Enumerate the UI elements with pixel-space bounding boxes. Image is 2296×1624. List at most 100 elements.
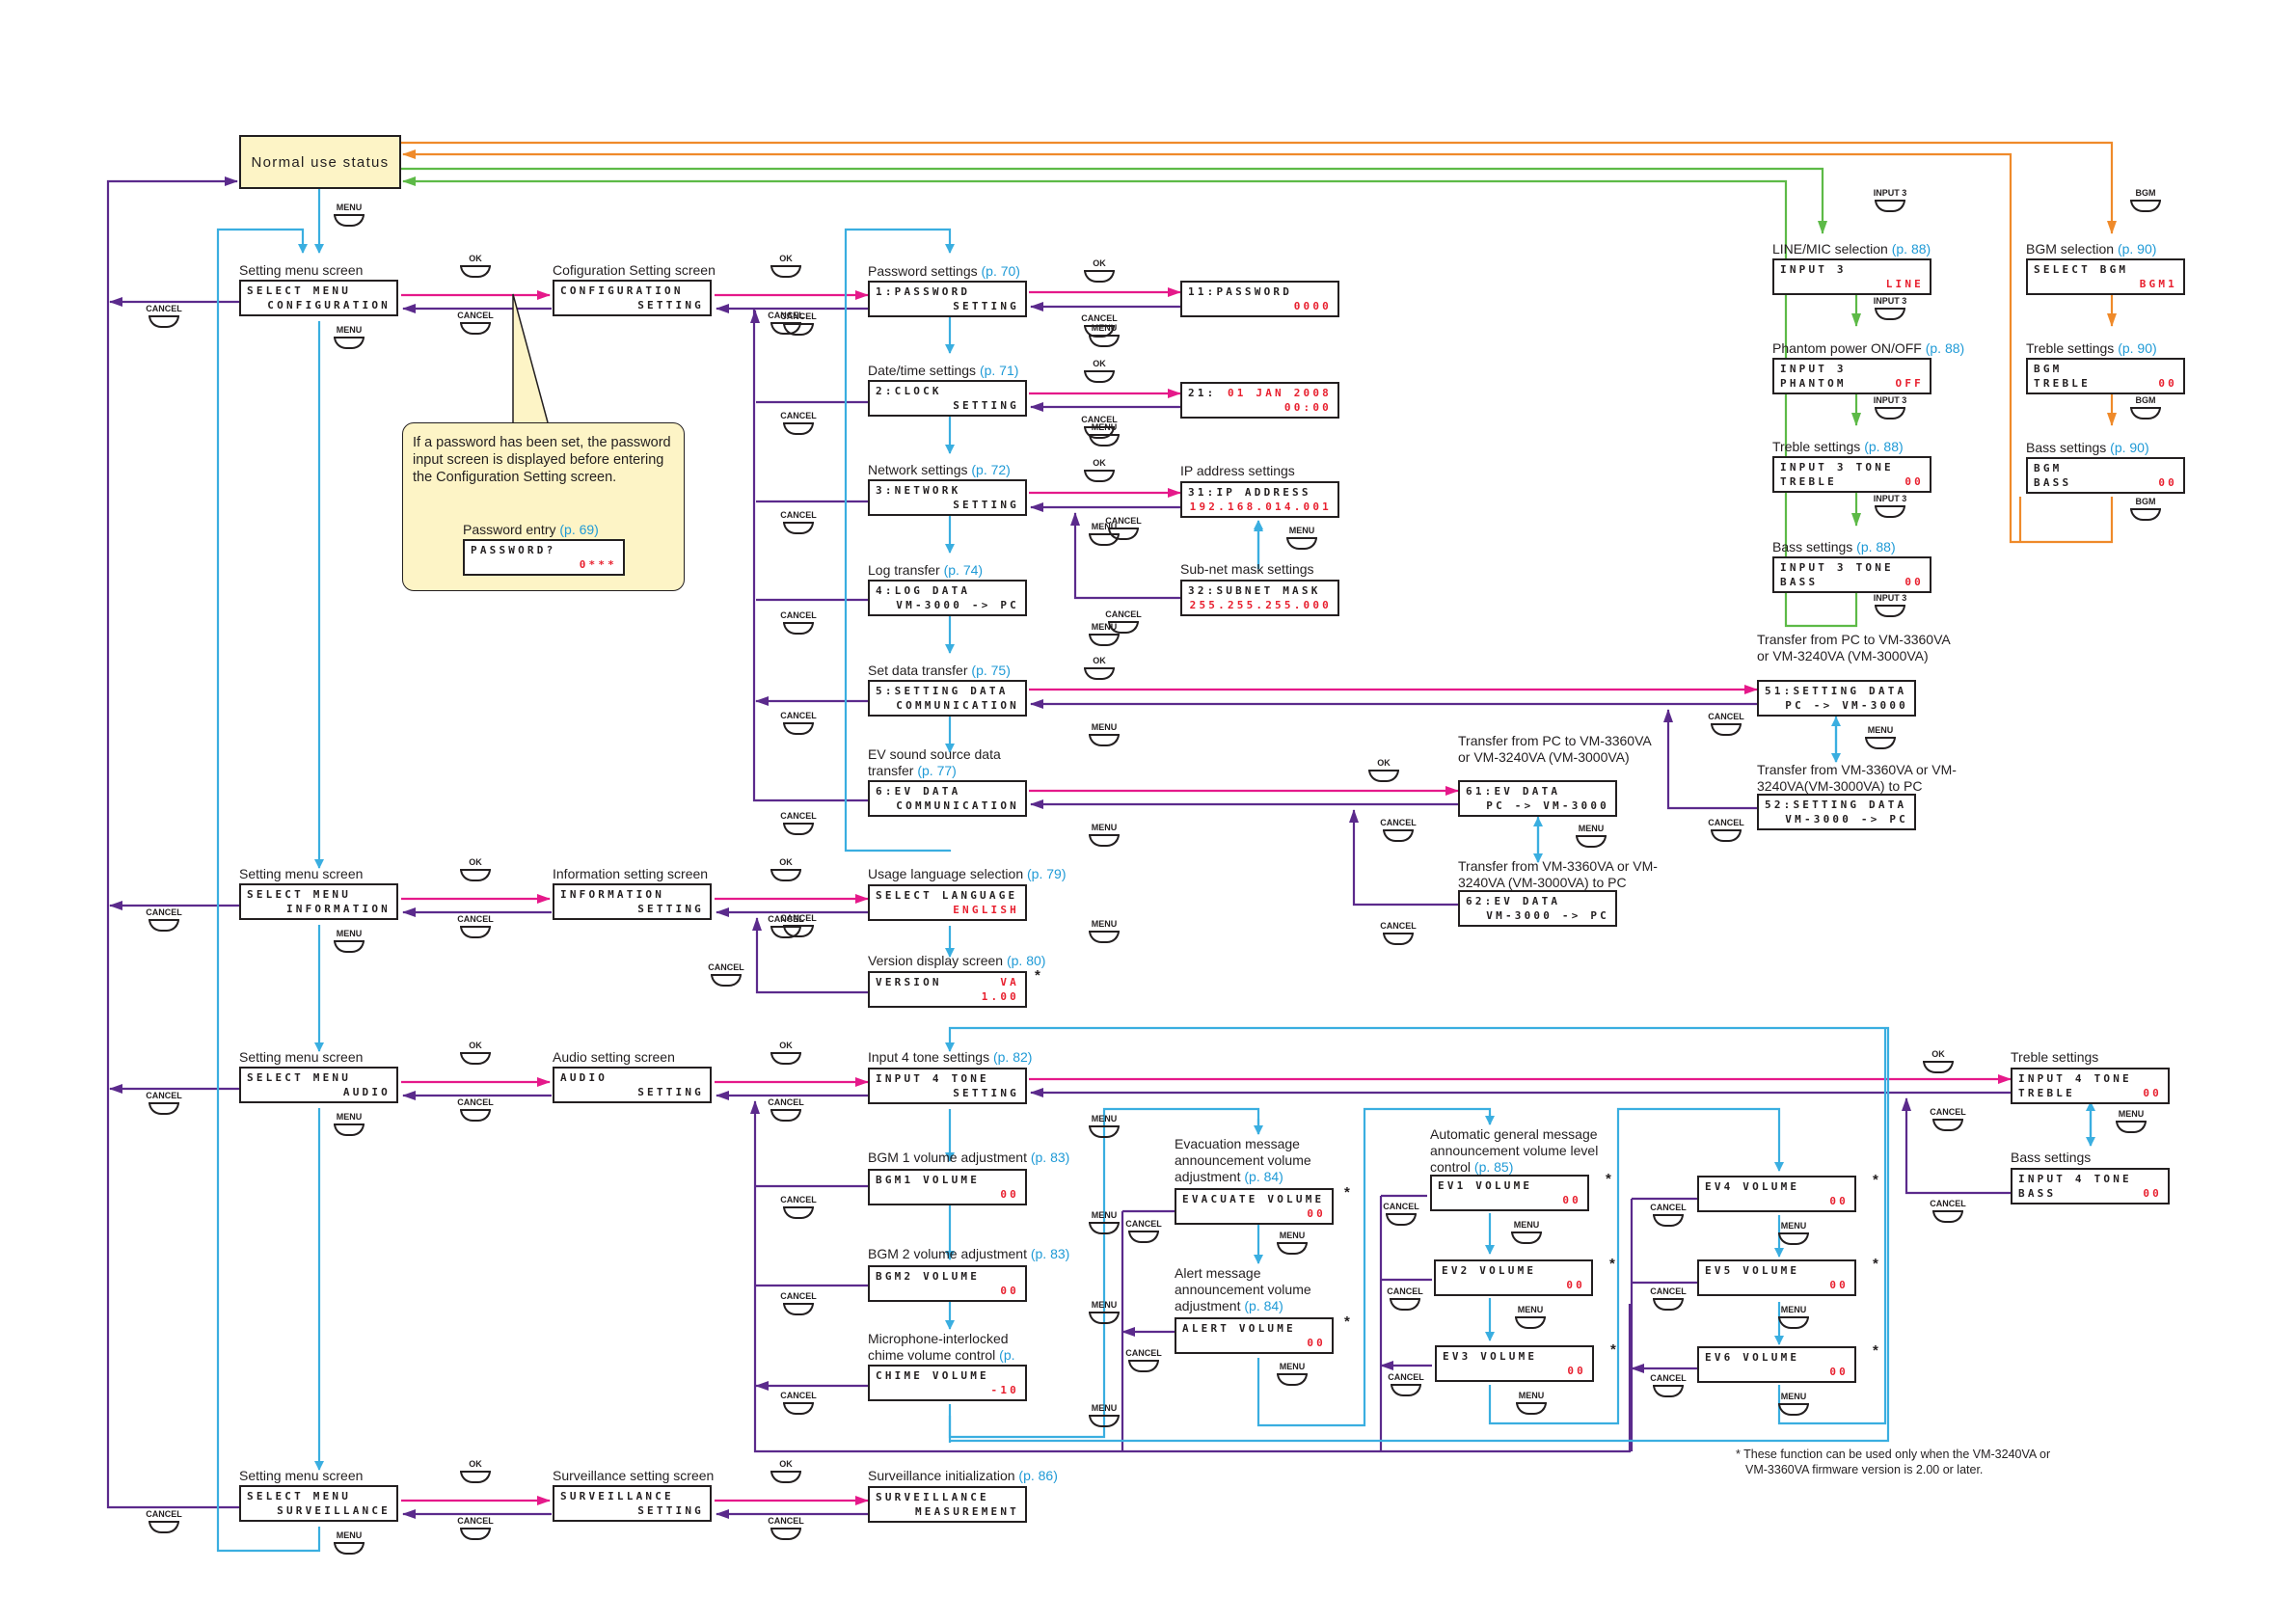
cancel-key[interactable]: CANCEL bbox=[1080, 313, 1119, 338]
cancel-key[interactable]: CANCEL bbox=[779, 811, 818, 835]
cancel-key[interactable]: CANCEL bbox=[1649, 1373, 1688, 1397]
key-label: CANCEL bbox=[1105, 516, 1142, 526]
cancel-key[interactable]: CANCEL bbox=[767, 1097, 805, 1122]
menu-key[interactable]: MENU bbox=[1085, 1403, 1123, 1427]
cancel-key[interactable]: CANCEL bbox=[456, 1097, 495, 1122]
lcd-line-2: PHANTOM bbox=[1780, 377, 1847, 390]
cancel-key[interactable]: CANCEL bbox=[1707, 712, 1745, 736]
cancel-key[interactable]: CANCEL bbox=[1929, 1107, 1967, 1131]
cancel-key[interactable]: CANCEL bbox=[1707, 818, 1745, 842]
menu-key[interactable]: MENU bbox=[1085, 919, 1123, 943]
key-label: MENU bbox=[1091, 1300, 1118, 1310]
cancel-key[interactable]: CANCEL bbox=[1104, 516, 1143, 540]
ok-key[interactable]: OK bbox=[456, 1041, 495, 1065]
input3-key[interactable]: INPUT 3 bbox=[1871, 296, 1909, 320]
menu-key[interactable]: MENU bbox=[1085, 1114, 1123, 1138]
key-label: OK bbox=[779, 1041, 793, 1050]
menu-key[interactable]: MENU bbox=[330, 203, 368, 227]
menu-key[interactable]: MENU bbox=[1511, 1305, 1550, 1329]
ok-key[interactable]: OK bbox=[456, 1459, 495, 1483]
cancel-key[interactable]: CANCEL bbox=[779, 610, 818, 635]
cancel-key[interactable]: CANCEL bbox=[456, 311, 495, 335]
menu-key[interactable]: MENU bbox=[330, 929, 368, 953]
cancel-key[interactable]: CANCEL bbox=[707, 962, 745, 987]
menu-key[interactable]: MENU bbox=[330, 1112, 368, 1136]
menu-key[interactable]: MENU bbox=[1774, 1305, 1813, 1329]
bgm-key[interactable]: BGM bbox=[2126, 395, 2165, 420]
cancel-key[interactable]: CANCEL bbox=[145, 1091, 183, 1115]
cancel-key[interactable]: CANCEL bbox=[1104, 609, 1143, 634]
cancel-key[interactable]: CANCEL bbox=[1124, 1348, 1163, 1372]
key-label: CANCEL bbox=[457, 914, 494, 924]
cancel-key[interactable]: CANCEL bbox=[145, 304, 183, 328]
bgm-key[interactable]: BGM bbox=[2126, 497, 2165, 521]
cancel-key[interactable]: CANCEL bbox=[779, 1391, 818, 1415]
cancel-key[interactable]: CANCEL bbox=[1382, 1202, 1420, 1226]
ok-key[interactable]: OK bbox=[1080, 258, 1119, 283]
menu-key[interactable]: MENU bbox=[1085, 1300, 1123, 1324]
input3-key[interactable]: INPUT 3 bbox=[1871, 395, 1909, 420]
menu-key[interactable]: MENU bbox=[1273, 1362, 1311, 1386]
cancel-key[interactable]: CANCEL bbox=[1929, 1199, 1967, 1223]
bgm-key[interactable]: BGM bbox=[2126, 188, 2165, 212]
key-label: CANCEL bbox=[1388, 1372, 1424, 1382]
menu-key[interactable]: MENU bbox=[1283, 526, 1321, 550]
ok-key[interactable]: OK bbox=[1919, 1049, 1958, 1073]
lcd-line-1: INPUT 4 TONE bbox=[2018, 1173, 2132, 1185]
cancel-key[interactable]: CANCEL bbox=[1387, 1372, 1425, 1396]
cancel-key[interactable]: CANCEL bbox=[779, 711, 818, 735]
menu-key[interactable]: MENU bbox=[1507, 1220, 1546, 1244]
cancel-key[interactable]: CANCEL bbox=[145, 907, 183, 932]
cancel-key[interactable]: CANCEL bbox=[779, 913, 818, 937]
cancel-key[interactable]: CANCEL bbox=[779, 510, 818, 534]
cancel-key[interactable]: CANCEL bbox=[767, 1516, 805, 1540]
cancel-key[interactable]: CANCEL bbox=[779, 411, 818, 435]
cancel-key[interactable]: CANCEL bbox=[1379, 921, 1418, 945]
menu-key[interactable]: MENU bbox=[1774, 1392, 1813, 1416]
menu-key[interactable]: MENU bbox=[2112, 1109, 2150, 1133]
menu-key[interactable]: MENU bbox=[330, 1530, 368, 1555]
cancel-key[interactable]: CANCEL bbox=[779, 1195, 818, 1219]
cancel-key[interactable]: CANCEL bbox=[145, 1509, 183, 1533]
ok-key[interactable]: OK bbox=[767, 1459, 805, 1483]
ok-key[interactable]: OK bbox=[456, 857, 495, 881]
cancel-key[interactable]: CANCEL bbox=[1124, 1219, 1163, 1243]
cancel-key[interactable]: CANCEL bbox=[1649, 1286, 1688, 1311]
key-label: MENU bbox=[1091, 622, 1118, 632]
menu-key[interactable]: MENU bbox=[1085, 622, 1123, 646]
cancel-key[interactable]: CANCEL bbox=[1080, 415, 1119, 439]
cancel-key[interactable]: CANCEL bbox=[1379, 818, 1418, 842]
menu-key[interactable]: MENU bbox=[330, 325, 368, 349]
lcd-line-1: 2:CLOCK bbox=[876, 385, 942, 397]
key-label: CANCEL bbox=[780, 913, 817, 923]
cancel-key[interactable]: CANCEL bbox=[779, 311, 818, 336]
menu-key[interactable]: MENU bbox=[1085, 722, 1123, 746]
input3-key[interactable]: INPUT 3 bbox=[1871, 593, 1909, 617]
cancel-key[interactable]: CANCEL bbox=[456, 1516, 495, 1540]
cancel-button-icon bbox=[1932, 1210, 1963, 1223]
cancel-key[interactable]: CANCEL bbox=[779, 1291, 818, 1315]
ok-key[interactable]: OK bbox=[767, 1041, 805, 1065]
input3-key[interactable]: INPUT 3 bbox=[1871, 494, 1909, 518]
cancel-button-icon bbox=[1711, 723, 1742, 736]
menu-key[interactable]: MENU bbox=[1085, 823, 1123, 847]
menu-key[interactable]: MENU bbox=[1774, 1221, 1813, 1245]
ok-key[interactable]: OK bbox=[767, 254, 805, 278]
lcd-line-1: INPUT 4 TONE bbox=[876, 1072, 989, 1085]
ok-key[interactable]: OK bbox=[1080, 359, 1119, 383]
menu-key[interactable]: MENU bbox=[1273, 1231, 1311, 1255]
menu-key[interactable]: MENU bbox=[1512, 1391, 1551, 1415]
menu-key[interactable]: MENU bbox=[1572, 824, 1610, 848]
menu-key[interactable]: MENU bbox=[1861, 725, 1900, 749]
ok-key[interactable]: OK bbox=[1080, 656, 1119, 680]
input3-key[interactable]: INPUT 3 bbox=[1871, 188, 1909, 212]
ok-key[interactable]: OK bbox=[767, 857, 805, 881]
cancel-key[interactable]: CANCEL bbox=[1386, 1286, 1424, 1311]
footnote: * These function can be used only when t… bbox=[1736, 1448, 2051, 1476]
cancel-key[interactable]: CANCEL bbox=[1649, 1203, 1688, 1227]
menu-key[interactable]: MENU bbox=[1085, 1210, 1123, 1234]
ok-key[interactable]: OK bbox=[1364, 758, 1403, 782]
ok-key[interactable]: OK bbox=[456, 254, 495, 278]
cancel-key[interactable]: CANCEL bbox=[456, 914, 495, 938]
ok-key[interactable]: OK bbox=[1080, 458, 1119, 482]
